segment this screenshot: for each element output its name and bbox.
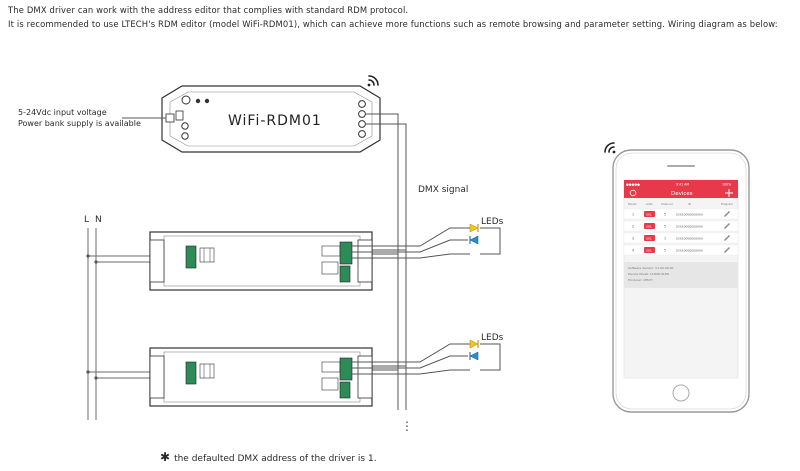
address-switch (199, 363, 215, 379)
junction-dot (86, 370, 90, 374)
status-battery: 100% (722, 183, 731, 187)
footnote: ✱the defaulted DMX address of the driver… (160, 450, 377, 464)
dmx-terminal-block (321, 245, 341, 257)
power-input-connector (122, 113, 175, 123)
led-output-wires-1 (352, 227, 501, 259)
row-index: 1 (632, 213, 634, 217)
led-blue-icon (469, 351, 479, 361)
edit-icon[interactable] (724, 223, 730, 229)
table-header-cell: Model (628, 202, 637, 206)
editor-left-terminals (181, 122, 189, 140)
wifi-rdm01-editor: WiFi-RDM01 (161, 85, 381, 153)
table-header-cell: Channel (661, 202, 673, 206)
row-address: 001 (646, 248, 652, 252)
smartphone: ●●●●● 9:41 AM 100% Devices Model Addr. Cha… (612, 149, 750, 413)
mains-l-label: L (84, 215, 89, 225)
address-switch (199, 247, 215, 263)
table-row[interactable]: 2 001 5 0201000000000A (623, 220, 739, 232)
row-channel: 1 (664, 237, 666, 241)
table-header-cell: Addr. (646, 202, 653, 206)
leds-label-1: LEDs (481, 217, 504, 227)
mains-wiring (87, 228, 150, 420)
output-terminal-block (339, 241, 353, 265)
device-info-line: Software Version: V1.00.00.00 (628, 266, 674, 270)
leds-label-2: LEDs (481, 333, 504, 343)
led-output-wires-2 (352, 343, 501, 375)
table-row-bg (623, 232, 739, 244)
table-header-cell: Program (721, 202, 733, 206)
row-index: 4 (632, 249, 634, 253)
device-table: Model Addr. Channel ID Program 1 001 5 020100000… (623, 202, 739, 256)
row-channel: 5 (664, 225, 666, 229)
edit-icon[interactable] (724, 247, 730, 253)
row-channel: 5 (664, 249, 666, 253)
junction-dot (94, 376, 98, 380)
table-row-bg (623, 220, 739, 232)
edit-icon[interactable] (724, 235, 730, 241)
app-title: Devices (671, 191, 693, 197)
row-address: 001 (646, 224, 652, 228)
add-icon[interactable] (725, 189, 733, 197)
wifi-icon (367, 75, 379, 87)
row-index: 2 (632, 225, 634, 229)
app-header (624, 180, 738, 198)
row-id: 0201000000000A (676, 249, 704, 253)
settings-icon[interactable] (629, 189, 637, 197)
dmx-signal-label: DMX signal (418, 185, 468, 195)
row-id: 0201000000000A (676, 225, 704, 229)
table-row[interactable]: 3 001 1 0201000000000A (623, 232, 739, 244)
input-voltage-note: 5-24Vdc input voltage (18, 108, 107, 117)
table-row[interactable]: 4 001 5 0201000000000A (623, 244, 739, 256)
row-id: 0201000000000A (676, 213, 704, 217)
dmx-driver-1 (149, 231, 373, 291)
intro-line-2: It is recommended to use LTECH's RDM edi… (8, 19, 778, 29)
row-index: 3 (632, 237, 634, 241)
led-yellow-icon (469, 339, 479, 349)
table-row-bg (623, 244, 739, 256)
power-bank-note: Power bank supply is available (18, 119, 141, 128)
dmx-driver-2 (149, 347, 373, 407)
address-badge (644, 247, 655, 253)
mains-n-label: N (95, 215, 102, 225)
input-terminal-block (185, 245, 197, 269)
device-info-line: Device Model: LT-808-OLED (628, 272, 670, 276)
asterisk-icon: ✱ (160, 450, 171, 464)
status-carrier: ●●●●● (626, 183, 640, 187)
output-terminal-block (339, 357, 353, 381)
device-info-panel (624, 262, 738, 288)
row-channel: 5 (664, 213, 666, 217)
address-badge (644, 235, 655, 241)
dmx-terminal-block (321, 361, 341, 373)
row-address: 001 (646, 236, 652, 240)
edit-icon[interactable] (724, 211, 730, 217)
footnote-text: the defaulted DMX address of the driver … (174, 454, 377, 464)
address-badge (644, 223, 655, 229)
table-row[interactable]: 1 001 5 0201000000000A (623, 208, 739, 220)
table-row-bg (623, 208, 739, 220)
wifi-icon (604, 142, 616, 154)
editor-right-terminals (358, 100, 366, 138)
led-blue-icon (469, 235, 479, 245)
intro-line-1: The DMX driver can work with the address… (8, 5, 409, 15)
status-time: 9:41 AM (676, 183, 689, 187)
table-header-cell: ID (688, 202, 691, 206)
editor-model-label: WiFi-RDM01 (228, 113, 322, 129)
junction-dot (94, 260, 98, 264)
row-id: 0201000000000A (676, 237, 704, 241)
input-terminal-block (185, 361, 197, 385)
row-address: 001 (646, 212, 652, 216)
led-yellow-icon (469, 223, 479, 233)
junction-dot (86, 254, 90, 258)
continuation-dots: ⋮ (401, 419, 413, 433)
device-info-line: Producer: LTECH (628, 278, 653, 282)
address-badge (644, 211, 655, 217)
home-button[interactable] (672, 384, 690, 402)
